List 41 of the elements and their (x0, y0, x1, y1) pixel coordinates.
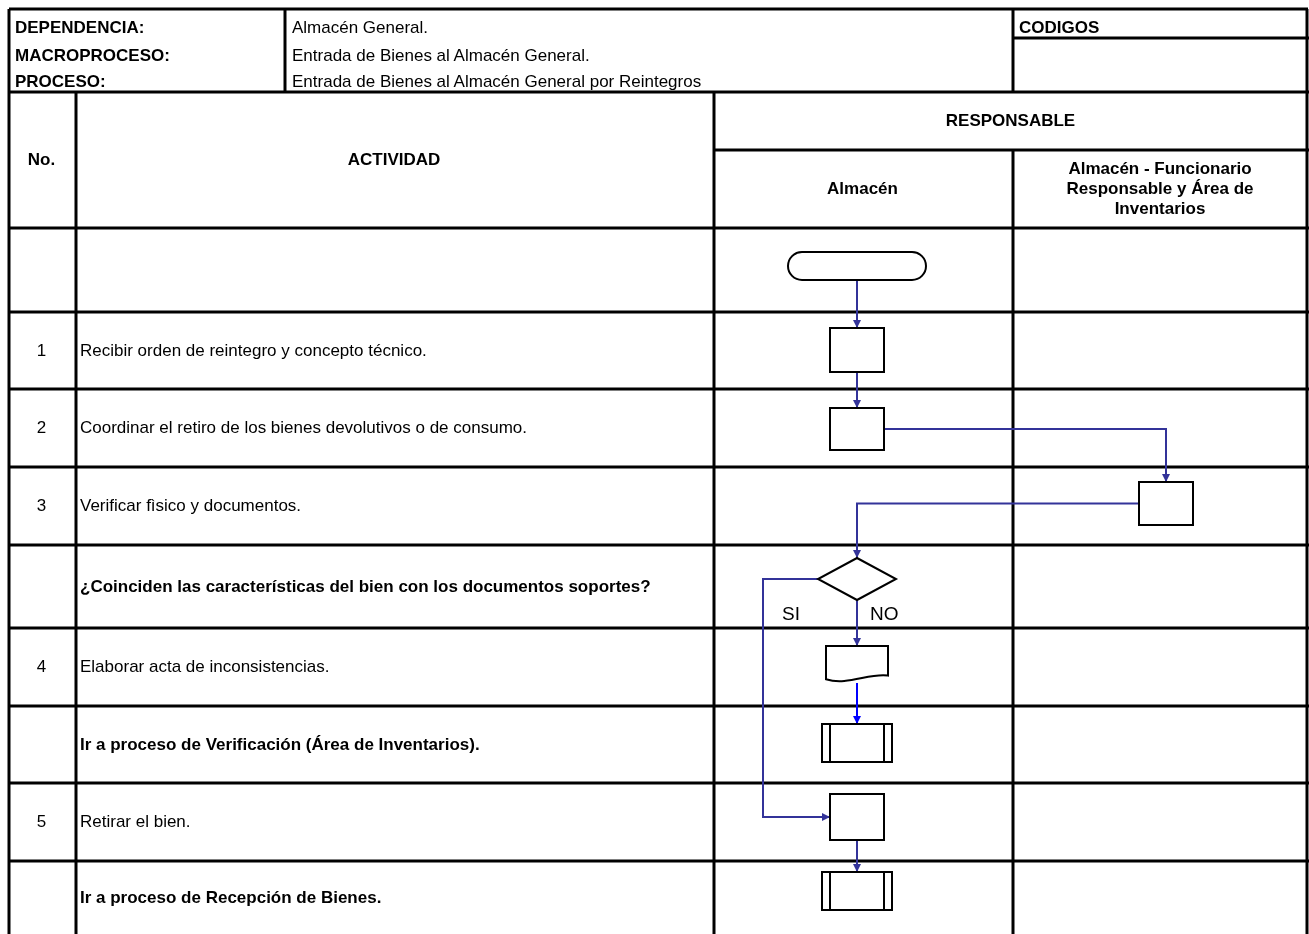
arrow (853, 839, 861, 873)
subprocess-box (822, 872, 892, 910)
arrow (853, 682, 861, 725)
activity-text: Elaborar acta de inconsistencias. (80, 657, 330, 677)
header-text: MACROPROCESO: (15, 46, 170, 66)
step-number: 1 (36, 340, 47, 361)
process-box (830, 794, 884, 840)
activity-text: ¿Coinciden las características del bien con los documentos soportes? (80, 576, 651, 597)
decision-diamond (818, 558, 896, 600)
process-box (830, 408, 884, 450)
activity-text: Coordinar el retiro de los bienes devolutivos o de consumo. (80, 418, 527, 438)
arrow (853, 502, 1140, 559)
header-text: No. (27, 150, 56, 170)
activity-text: Retirar el bien. (80, 812, 191, 832)
arrow (853, 371, 861, 409)
header-text: Almacén General. (292, 18, 429, 38)
subprocess-box (822, 724, 892, 762)
header-text: DEPENDENCIA: (15, 18, 145, 38)
terminal-shape (788, 252, 926, 280)
header-text: ACTIVIDAD (347, 150, 441, 170)
process-box (830, 328, 884, 372)
header-text: Almacén - Funcionario Responsable y Área de Inventarios (1065, 159, 1255, 219)
step-number: 3 (36, 496, 47, 516)
header-text: Almacén (827, 179, 898, 199)
process-box (1139, 482, 1193, 525)
step-number: 2 (36, 418, 47, 438)
header-text: Entrada de Bienes al Almacén General por Reintegros (292, 72, 702, 92)
arrow (853, 279, 861, 329)
header-text: CODIGOS (1019, 18, 1100, 38)
activity-text: Ir a proceso de Verificación (Área de Inventarios). (80, 734, 480, 755)
header-text: Entrada de Bienes al Almacén General. (292, 46, 590, 66)
step-number: 5 (36, 812, 47, 832)
activity-text: Recibir orden de reintegro y concepto técnico. (80, 340, 427, 361)
step-number: 4 (36, 657, 47, 677)
document-shape (826, 646, 888, 683)
header-text: PROCESO: (15, 72, 106, 92)
arrow (853, 599, 861, 647)
header-text: RESPONSABLE (945, 111, 1076, 131)
activity-text: Ir a proceso de Recepción de Bienes. (80, 887, 382, 908)
activity-text: Verificar fìsico y documentos. (80, 496, 302, 516)
arrow (762, 578, 831, 821)
